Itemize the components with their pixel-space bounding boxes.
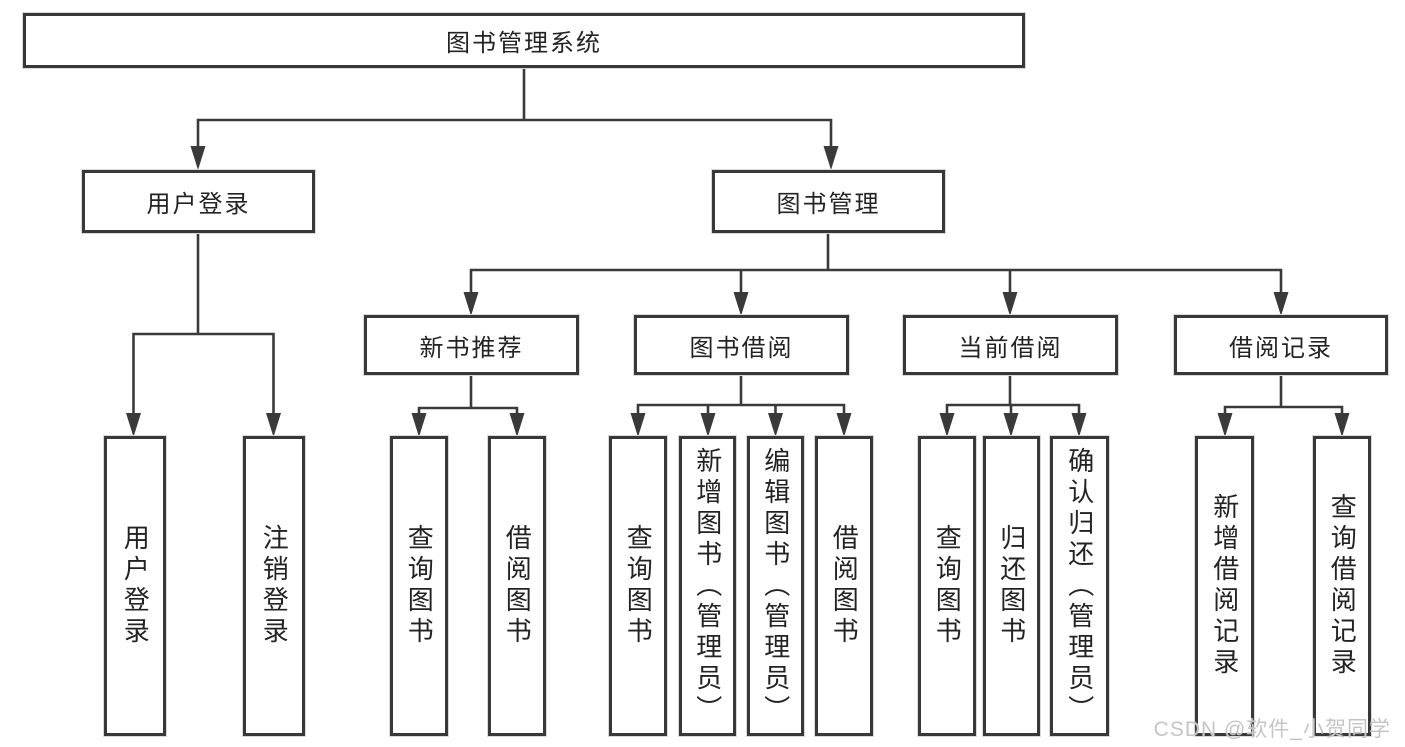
connector-lines [132,66,1344,420]
arrow-down-icon [823,146,839,170]
node-leaf-borrow-books: 借阅图书 [815,436,873,736]
node-leaf-query-books-recommend: 查询图书 [390,436,448,736]
node-borrowing-records: 借阅记录 [1174,315,1388,375]
arrow-down-icon [1273,292,1289,316]
arrow-down-icon [1003,413,1019,437]
arrow-down-icon [509,413,525,437]
node-leaf-confirm-return-admin: 确认归还（管理员） [1050,436,1109,736]
arrow-down-icon [836,413,852,437]
arrow-down-icon [463,292,479,316]
arrow-down-icon [700,413,716,437]
node-new-book-recommend: 新书推荐 [364,315,579,375]
node-leaf-logout: 注销登录 [243,436,305,736]
node-book-management: 图书管理 [712,170,945,233]
arrow-down-icon [1002,292,1018,316]
connector-borrowrecord-to-leaves [1223,373,1344,420]
node-leaf-query-books-current: 查询图书 [918,436,976,736]
arrow-down-icon [411,413,427,437]
arrow-down-icon [939,413,955,437]
node-leaf-return-books: 归还图书 [983,436,1040,736]
node-root-library-system: 图书管理系统 [23,13,1025,68]
node-leaf-edit-books-admin: 编辑图书（管理员） [747,436,804,736]
connector-bookmgmt-to-level3 [469,230,1283,296]
node-leaf-add-borrow-record: 新增借阅记录 [1195,436,1254,736]
node-leaf-query-books-borrow: 查询图书 [609,436,667,736]
arrow-down-icon [768,413,783,437]
connector-userlogin-to-leaves [132,230,275,420]
arrowhead-icons [126,146,1350,437]
connector-currentborrow-to-leaves [945,373,1081,420]
node-leaf-add-books-admin: 新增图书（管理员） [679,436,736,736]
connector-newbook-to-leaves [417,373,519,420]
arrow-down-icon [630,413,646,437]
arrow-down-icon [266,413,281,437]
node-leaf-user-login: 用户登录 [104,436,166,736]
arrow-down-icon [190,146,206,170]
node-current-borrowing: 当前借阅 [903,315,1118,375]
node-leaf-query-borrow-record: 查询借阅记录 [1313,436,1371,736]
connector-bookborrow-to-leaves [636,373,846,420]
arrow-down-icon [1217,413,1233,437]
node-user-login: 用户登录 [82,170,315,233]
arrow-down-icon [733,292,749,316]
arrow-down-icon [1071,413,1087,437]
watermark: CSDN @软件_小贺同学 [1153,718,1391,741]
arrow-down-icon [126,413,141,437]
node-leaf-borrow-books-recommend: 借阅图书 [488,436,546,736]
node-book-borrowing: 图书借阅 [634,315,849,375]
connector-root-to-level2 [196,66,833,150]
arrow-down-icon [1334,413,1350,437]
